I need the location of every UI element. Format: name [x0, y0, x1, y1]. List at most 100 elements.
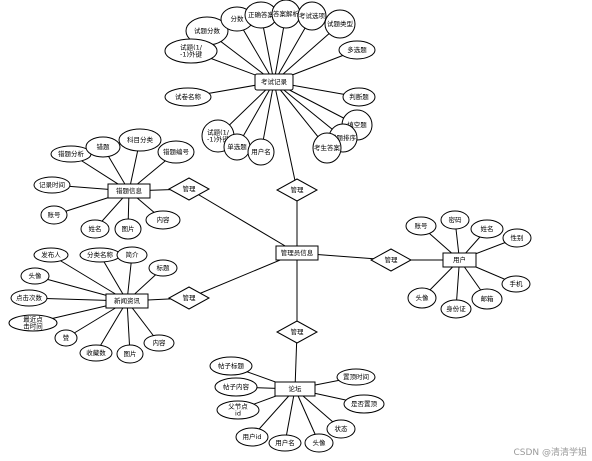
news-attribute-label: 发布人 — [41, 250, 61, 259]
news-attribute-label: 图片 — [124, 349, 137, 358]
exam-entity-box — [254, 73, 294, 91]
exam-attribute-label: 试题分数 — [194, 26, 221, 35]
topic-attribute-ellipse — [157, 140, 195, 164]
user-attribute-ellipse — [470, 219, 504, 239]
user-attribute-ellipse — [405, 216, 437, 236]
news-attribute-ellipse — [116, 344, 144, 364]
r_exam-relationship-label: 管理 — [291, 185, 305, 194]
forum-attribute-ellipse — [235, 427, 269, 447]
exam-attribute-ellipse — [324, 9, 356, 39]
news-attribute-ellipse — [79, 344, 113, 362]
topic-attribute-label: 错题 — [97, 142, 111, 151]
topic-attribute-ellipse — [118, 128, 162, 152]
news-attribute-label: 最近点击时间 — [23, 314, 43, 330]
forum-attribute-ellipse — [336, 368, 376, 386]
forum-attribute-label: 用户id — [243, 432, 262, 441]
news-attribute-ellipse — [54, 329, 78, 347]
forum-attribute-label: 状态 — [335, 424, 349, 433]
forum-attribute-label: 头像 — [313, 438, 327, 447]
topic-attribute-label: 姓名 — [89, 224, 102, 233]
r_news-relationship-label: 管理 — [183, 293, 197, 302]
forum-attribute-label: 帖子标题 — [218, 361, 245, 370]
news-attribute-ellipse — [116, 246, 148, 264]
exam-attribute-label: 考试选项 — [299, 11, 326, 20]
news-attribute-label: 赞 — [63, 333, 70, 342]
news-attribute-ellipse — [10, 289, 48, 307]
topic-attribute-label: 图片 — [122, 224, 135, 233]
news-attribute-ellipse — [33, 247, 69, 263]
exam-attribute-label: 考生答案 — [314, 143, 341, 152]
news-attribute-label: 收藏数 — [86, 348, 106, 357]
user-attribute-ellipse — [471, 288, 503, 310]
admin-entity-box — [275, 245, 319, 261]
news-attribute-label: 分类名称 — [87, 250, 114, 259]
user-attribute-label: 头像 — [416, 293, 430, 302]
user-attribute-ellipse — [440, 299, 472, 319]
user-attribute-ellipse — [502, 228, 532, 248]
news-attribute-label: 简介 — [126, 250, 140, 259]
topic-attribute-label: 错题编号 — [163, 147, 190, 156]
user-attribute-label: 性别 — [511, 233, 524, 242]
exam-attribute-label: 分数 — [231, 14, 245, 23]
user-attribute-label: 姓名 — [481, 224, 494, 233]
news-attribute-label: 内容 — [153, 338, 167, 347]
forum-attribute-ellipse — [216, 400, 260, 420]
topic-attribute-label: 错题分析 — [58, 149, 85, 158]
forum-attribute-ellipse — [326, 419, 356, 439]
user-attribute-ellipse — [440, 210, 470, 230]
exam-attribute-label: 试题(1/-1)外键 — [207, 127, 230, 143]
topic-entity-label: 错题信息 — [116, 186, 143, 195]
exam-attribute-label: 填空题 — [347, 120, 367, 129]
exam-attribute-ellipse — [247, 138, 275, 166]
exam-attribute-ellipse — [164, 38, 218, 64]
exam-attribute-label: 正确答案 — [248, 10, 275, 19]
exam-attribute-label: 试题排序 — [330, 133, 357, 142]
exam-attribute-ellipse — [297, 1, 327, 31]
forum-attribute-label: 置顶时间 — [343, 372, 369, 381]
user-attribute-label: 账号 — [415, 221, 429, 230]
exam-attribute-label: 答案解析 — [273, 9, 300, 18]
news-attr-line — [50, 254, 128, 302]
user-attribute-ellipse — [501, 275, 531, 293]
user-entity-label: 用户 — [453, 255, 466, 264]
exam-attribute-label: 单选题 — [227, 142, 247, 151]
exam-attribute-label: 用户名 — [251, 147, 271, 156]
news-attribute-ellipse — [143, 334, 175, 352]
news-attribute-ellipse — [20, 267, 50, 285]
r_exam-relationship-diamond — [275, 178, 319, 202]
exam-attr-line — [273, 81, 344, 139]
topic-entity-box — [107, 183, 151, 199]
topic-attribute-label: 科目分类 — [127, 135, 154, 144]
exam-attribute-ellipse — [164, 87, 212, 107]
topic-attribute-label: 内容 — [157, 215, 171, 224]
r_forum-relationship-diamond — [275, 320, 319, 344]
forum-attribute-label: 帖子内容 — [223, 382, 250, 391]
news-attribute-label: 点击次数 — [16, 293, 43, 302]
forum-attribute-ellipse — [304, 433, 334, 453]
news-entity-label: 新闻资讯 — [114, 296, 141, 305]
exam-attribute-label: 试卷名称 — [175, 92, 202, 101]
r_user-relationship-diamond — [369, 248, 413, 272]
exam-attribute-label: 多选题 — [347, 45, 367, 54]
topic-attribute-ellipse — [80, 219, 110, 239]
topic-attribute-ellipse — [85, 136, 121, 158]
forum-attr-line — [284, 388, 296, 444]
user-attribute-label: 身份证 — [446, 304, 466, 313]
forum-attribute-label: 用户名 — [275, 438, 295, 447]
exam-attribute-label: 判断题 — [349, 92, 369, 101]
user-entity-box — [442, 252, 477, 268]
admin-entity-label: 管理员信息 — [281, 248, 314, 257]
forum-attribute-ellipse — [343, 394, 385, 414]
forum-attribute-ellipse — [268, 434, 302, 452]
news-entity-box — [105, 293, 149, 309]
exam-attribute-label: 试题(1/-1)外键 — [180, 42, 203, 58]
watermark: CSDN @清清学姐 — [513, 446, 587, 458]
topic-attribute-ellipse — [114, 218, 142, 240]
topic-attribute-ellipse — [145, 210, 181, 230]
r_forum-relationship-label: 管理 — [291, 327, 305, 336]
exam-attribute-ellipse — [342, 87, 376, 107]
user-attribute-label: 邮箱 — [481, 294, 495, 303]
forum-attribute-ellipse — [214, 377, 258, 397]
